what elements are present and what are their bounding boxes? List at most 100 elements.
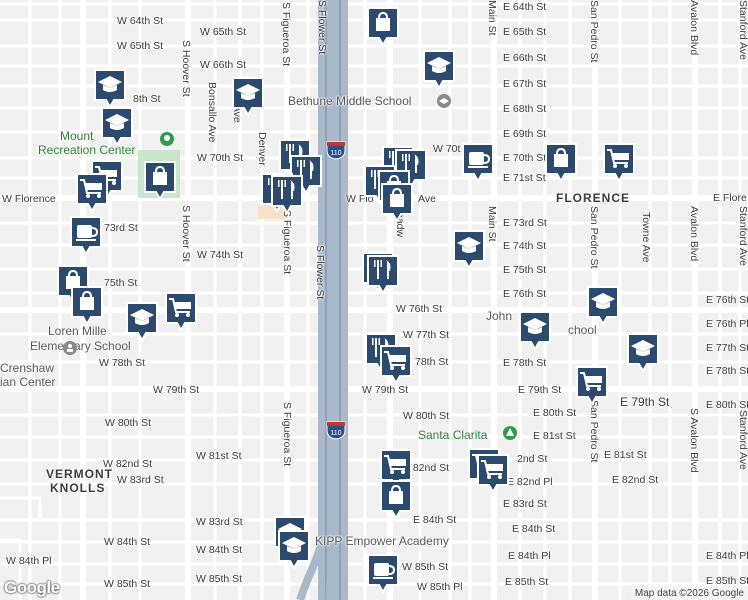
street-e78-right: E 78th St	[706, 365, 748, 377]
place-santa-clarita[interactable]: Santa Clarita	[418, 428, 488, 442]
street-s-flower-mid: S Flower St	[314, 245, 326, 300]
graduation-cap-pin-icon[interactable]	[230, 75, 266, 119]
street-w79-right: W 79th St	[362, 384, 409, 396]
place-bethune[interactable]: Bethune Middle School	[288, 94, 412, 108]
street-san-pedro-bot: San Pedro St	[588, 400, 600, 463]
street-e82-right: E 82nd St	[612, 474, 659, 486]
shopping-cart-pin-icon[interactable]	[74, 171, 110, 215]
shopping-bag-pin-icon[interactable]	[365, 5, 401, 49]
street-w82: W 82nd St	[400, 462, 450, 474]
place-john-1[interactable]: John	[486, 309, 513, 323]
graduation-cap-pin-icon[interactable]	[517, 309, 553, 353]
map-attribution[interactable]: Map data ©2026 Google	[630, 587, 748, 600]
fork-knife-pin-icon[interactable]	[269, 173, 305, 217]
street-e76: E 76th St	[503, 288, 547, 300]
place-vermont-knolls-1: VERMONT	[46, 467, 113, 481]
coffee-cup-pin-icon[interactable]	[365, 552, 401, 596]
street-e77: E 77th St	[706, 342, 748, 354]
street-s-flower-top: S Flower St	[316, 0, 328, 55]
place-john-2[interactable]: chool	[568, 323, 597, 337]
place-loren-2[interactable]: Elementary School	[30, 339, 131, 353]
street-w78-left: W 78th St	[99, 357, 146, 369]
street-san-pedro-mid: San Pedro St	[588, 206, 600, 269]
street-e74: E 74th St	[503, 240, 547, 252]
street-w75: 75th St	[104, 277, 138, 289]
coffee-cup-pin-icon[interactable]	[68, 214, 104, 258]
street-w73: 73rd St	[104, 222, 138, 234]
street-s-avalon-bot: S Avalon Blvd	[688, 408, 700, 473]
street-denver: Denver	[256, 132, 268, 166]
street-e80-right: E 80th St	[706, 399, 748, 411]
place-loren-1[interactable]: Loren Mille	[48, 324, 107, 338]
place-crenshaw-1[interactable]: Crenshaw	[0, 361, 55, 375]
street-w68: 8th St	[133, 93, 161, 105]
street-main-mid: Main St	[486, 206, 498, 242]
svg-text:110: 110	[330, 430, 341, 437]
street-w81-left: W 81st St	[196, 450, 242, 462]
shopping-cart-pin-icon[interactable]	[601, 141, 637, 185]
shopping-bag-pin-icon[interactable]	[379, 181, 415, 225]
street-w85-right: W 85th Pl	[417, 581, 463, 593]
place-mount-park-2[interactable]: Recreation Center	[38, 143, 136, 157]
street-e79: E 79th St	[518, 384, 562, 396]
street-san-pedro-top: San Pedro St	[588, 0, 600, 63]
street-e84: E 84th St	[512, 523, 556, 535]
street-s-figueroa-mid: S Figueroa St	[281, 210, 293, 275]
place-vermont-knolls-2: KNOLLS	[50, 481, 106, 495]
place-crenshaw-2[interactable]: ian Center	[0, 375, 56, 389]
shopping-cart-pin-icon[interactable]	[574, 364, 610, 408]
place-kipp[interactable]: KIPP Empower Academy	[315, 534, 449, 548]
graduation-cap-pin-icon[interactable]	[92, 67, 128, 111]
street-w80-right: W 80th St	[403, 410, 450, 422]
street-w65-left: W 65th St	[117, 40, 164, 52]
shopping-cart-pin-icon[interactable]	[475, 452, 511, 496]
graduation-cap-pin-icon[interactable]	[421, 48, 457, 92]
street-towne: Towne Ave	[640, 212, 652, 263]
street-s-hoover-top: S Hoover St	[180, 40, 192, 97]
graduation-cap-pin-icon[interactable]	[99, 105, 135, 149]
shopping-bag-pin-icon[interactable]	[543, 141, 579, 185]
street-w78-right: 78th St	[415, 356, 449, 368]
street-e80: E 80th St	[533, 407, 577, 419]
street-w83-left: W 83rd St	[117, 474, 164, 486]
graduation-cap-pin-icon[interactable]	[625, 331, 661, 375]
community-marker-icon[interactable]	[62, 340, 78, 356]
street-e82: 2nd St	[517, 453, 548, 465]
shopping-cart-pin-icon[interactable]	[163, 290, 199, 334]
street-ave: Ave	[418, 193, 436, 205]
tree-marker-icon[interactable]	[502, 425, 518, 441]
street-w80-left: W 80th St	[105, 417, 152, 429]
school-marker-icon[interactable]	[436, 93, 452, 109]
street-e76pl: E 76th Pl	[706, 318, 748, 330]
street-e67: E 67th St	[503, 78, 547, 90]
street-w82-left: W 82nd St	[103, 458, 153, 470]
street-stanford-mid: Stanford Ave	[737, 206, 748, 266]
shopping-bag-pin-icon[interactable]	[69, 284, 105, 328]
graduation-cap-pin-icon[interactable]	[451, 228, 487, 272]
street-e78: E 78th St	[503, 357, 547, 369]
street-e70: E 70th St	[503, 152, 547, 164]
street-e84pl-right: E 84th Pl	[706, 550, 748, 562]
shopping-bag-pin-icon[interactable]	[142, 159, 178, 203]
fork-knife-pin-icon[interactable]	[365, 253, 401, 297]
park-marker-icon[interactable]	[159, 131, 175, 147]
street-bonsallo: Bonsallo Ave	[206, 82, 218, 143]
graduation-cap-pin-icon[interactable]	[276, 528, 312, 572]
street-avalon-top: Avalon Blvd	[688, 0, 700, 56]
coffee-cup-pin-icon[interactable]	[460, 141, 496, 185]
street-stanford-top: Stanford Ave	[737, 0, 748, 60]
street-w79-left: W 79th St	[153, 384, 200, 396]
street-e83: E 83rd St	[503, 498, 547, 510]
graduation-cap-pin-icon[interactable]	[585, 284, 621, 328]
street-w65-mid: W 65th St	[200, 26, 247, 38]
shopping-bag-pin-icon[interactable]	[378, 478, 414, 522]
graduation-cap-pin-icon[interactable]	[124, 300, 160, 344]
place-mount-park-1[interactable]: Mount	[60, 129, 94, 143]
street-avalon-mid: Avalon Blvd	[688, 206, 700, 262]
street-e84pl: E 84th Pl	[508, 550, 551, 562]
street-e73: E 73rd St	[503, 217, 547, 229]
street-w85-left: W 85th St	[104, 578, 151, 590]
shopping-cart-pin-icon[interactable]	[378, 343, 414, 387]
interstate-110-shield-icon-2: 110	[326, 421, 346, 440]
